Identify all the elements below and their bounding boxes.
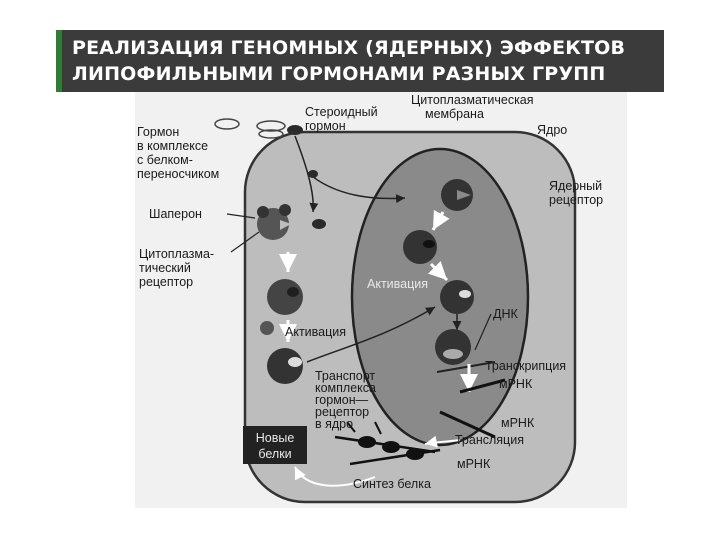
- mrna-label-2: мРНК: [501, 416, 535, 430]
- cytoplasmic-receptor-label-2: тический: [139, 261, 191, 275]
- translation-label: Трансляция: [455, 433, 524, 447]
- transcription-label: Транскрипция: [485, 359, 566, 373]
- transport-label-5: в ядро: [315, 417, 353, 431]
- transport-label-3: гормон—: [315, 393, 369, 407]
- title-accent-stripe: [56, 30, 62, 92]
- diagram-svg: Новые белки Гормон в комплексе с белком-…: [137, 93, 603, 504]
- mrna-strand-1: [459, 378, 506, 394]
- bound-nuclear-receptor-icon: [403, 230, 437, 264]
- hormone-complex-label-1: Гормон: [137, 125, 179, 139]
- hormone-complex-label-4: переносчиком: [137, 167, 219, 181]
- ribosome-polysome-icon: [334, 421, 441, 466]
- activated-nuclear-receptor-icon: [440, 280, 474, 314]
- arrow-hormone-to-cytoplasm: [294, 135, 319, 213]
- activated-complex-icon: [267, 348, 303, 384]
- protein-synthesis-label: Синтез белка: [353, 477, 431, 491]
- transport-label-4: рецептор: [315, 405, 369, 419]
- mrna-strand-2: [439, 410, 496, 439]
- transport-label-1: Транспорт: [315, 369, 375, 383]
- transport-label-2: комплекса: [315, 381, 376, 395]
- hormone-receptor-complex-icon: [260, 279, 303, 335]
- nucleus-label: Ядро: [537, 123, 567, 137]
- chaperone-receptor-icon: [257, 204, 291, 240]
- steroid-hormone-label-2: гормон: [305, 119, 346, 133]
- arrow-hormone-to-nucleus: [306, 171, 406, 204]
- mrna-label-3: мРНК: [457, 457, 491, 471]
- hormone-molecule-icon: [308, 170, 318, 178]
- dna-strand: [436, 361, 496, 373]
- hormone-in-cytoplasm-icon: [312, 219, 326, 229]
- activation-nuclear-label: Активация: [367, 277, 428, 291]
- mrna-label-1: мРНК: [499, 377, 533, 391]
- receptor-pointer: [230, 231, 260, 253]
- nuclear-receptor-label-2: рецептор: [549, 193, 603, 207]
- activation-cytoplasmic-label: Активация: [285, 325, 346, 339]
- new-proteins-label-2: белки: [258, 447, 291, 461]
- arrow-nucleus-1: [431, 209, 450, 231]
- chaperone-label: Шаперон: [149, 207, 202, 221]
- hormone-complex-label-3: с белком-: [137, 153, 193, 167]
- hormone-complex-label-2: в комплексе: [137, 139, 208, 153]
- steroid-hormone-label-1: Стероидный: [305, 105, 378, 119]
- chaperone-pointer: [226, 213, 256, 219]
- cytoplasmic-receptor-label-3: рецептор: [139, 275, 193, 289]
- slide-title-line-1: РЕАЛИЗАЦИЯ ГЕНОМНЫХ (ЯДЕРНЫХ) ЭФФЕКТОВ: [72, 37, 626, 59]
- arrow-mrna-out: [424, 435, 461, 448]
- nuclear-receptor-icon: [441, 179, 473, 211]
- title-bar: [56, 30, 664, 92]
- dna-bound-receptor-icon: [435, 329, 471, 365]
- new-proteins-box: [243, 426, 307, 464]
- arrow-transport-to-nucleus: [306, 306, 436, 363]
- dna-label: ДНК: [493, 307, 518, 321]
- cytoplasmic-receptor-label-1: Цитоплазма-: [139, 247, 214, 261]
- steroid-hormone-icon: [287, 125, 303, 135]
- slide-title-line-2: ЛИПОФИЛЬНЫМИ ГОРМОНАМИ РАЗНЫХ ГРУПП: [72, 63, 606, 85]
- hormone-carrier-complex-icon: [214, 118, 286, 139]
- membrane-label-1: Цитоплазматическая: [411, 93, 534, 107]
- new-proteins-label-1: Новые: [256, 431, 295, 445]
- arrow-nucleus-2: [427, 260, 449, 282]
- diagram-figure: Новые белки Гормон в комплексе с белком-…: [135, 92, 627, 508]
- membrane-label-2: мембрана: [425, 107, 484, 121]
- arrow-to-new-proteins: [294, 466, 376, 487]
- nuclear-receptor-label-1: Ядерный: [549, 179, 602, 193]
- dna-pointer: [474, 313, 492, 351]
